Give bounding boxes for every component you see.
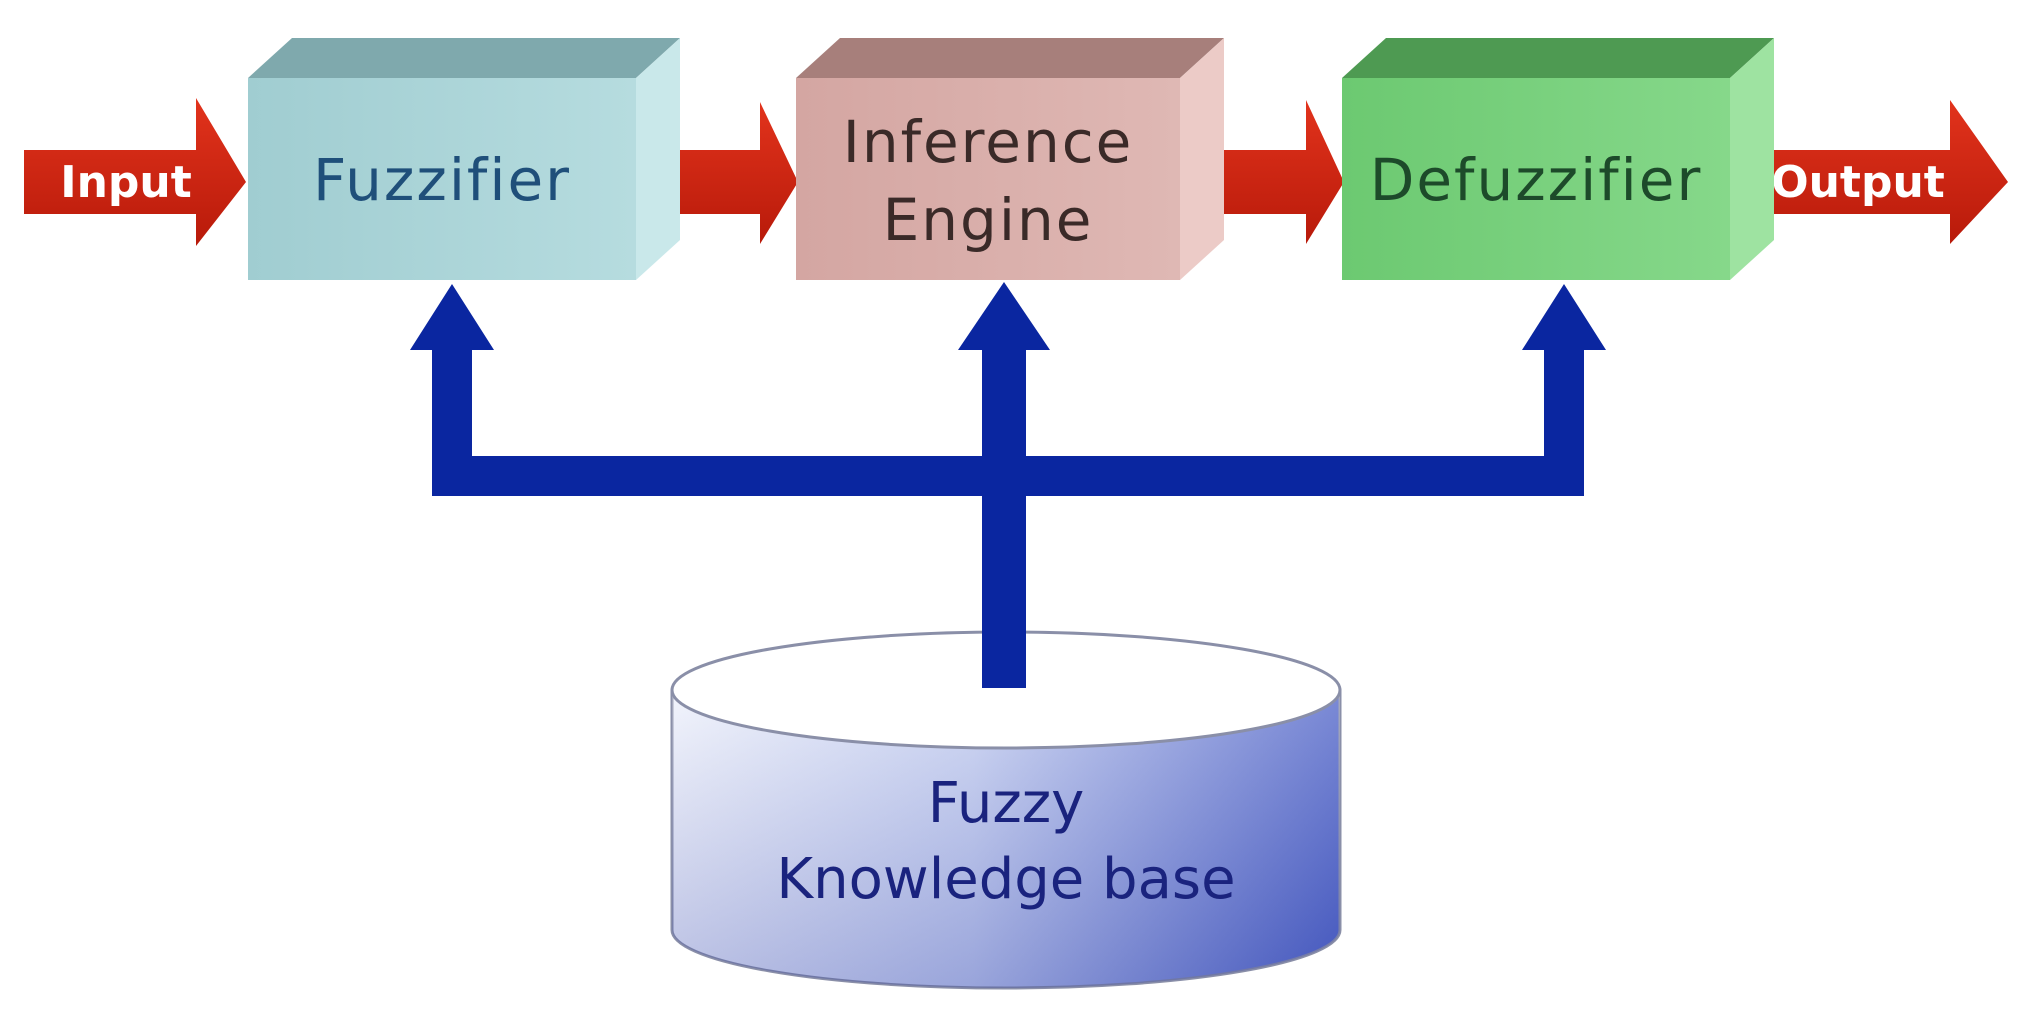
inference-box-side (1180, 38, 1224, 280)
output-label: Output (1771, 157, 1945, 208)
fuzzifier-box-side (636, 38, 680, 280)
knowledge-arrowhead-inference (958, 282, 1050, 350)
knowledge-arrows (410, 282, 1606, 688)
output-arrow (1756, 100, 2008, 244)
knowledge-base-cylinder: Fuzzy Knowledge base (670, 620, 1342, 990)
defuzzifier-box-side (1730, 38, 1774, 280)
knowledge-base-label-line2: Knowledge base (776, 847, 1235, 912)
defuzzifier-box: Defuzzifier (1342, 38, 1774, 280)
flow-arrows: Input Output (24, 98, 2008, 246)
defuzzifier-box-front (1342, 78, 1730, 280)
fuzzifier-box-top (248, 38, 680, 78)
defuzzifier-box-top (1342, 38, 1774, 78)
knowledge-base-label-line1: Fuzzy (928, 771, 1085, 836)
fuzzifier-to-inference-arrow (664, 102, 798, 244)
inference-box-top (796, 38, 1224, 78)
knowledge-arrowhead-fuzzifier (410, 284, 494, 350)
inference-engine-box: Inference Engine (796, 38, 1224, 280)
defuzzifier-label: Defuzzifier (1370, 146, 1703, 214)
fuzzifier-box-front (248, 78, 636, 280)
knowledge-arrow-shaft-fuzzifier (432, 340, 472, 496)
inference-box-front (796, 78, 1180, 280)
knowledge-arrow-shaft-defuzzifier (1544, 340, 1584, 496)
fuzzifier-box: Fuzzifier (248, 38, 680, 280)
inference-label-line2: Engine (883, 186, 1094, 254)
inference-label-line1: Inference (843, 108, 1134, 176)
inference-to-defuzzifier-arrow (1204, 100, 1344, 244)
input-label: Input (60, 157, 192, 208)
knowledge-arrowhead-defuzzifier (1522, 284, 1606, 350)
fuzzifier-label: Fuzzifier (313, 146, 571, 214)
input-arrow (24, 98, 246, 246)
